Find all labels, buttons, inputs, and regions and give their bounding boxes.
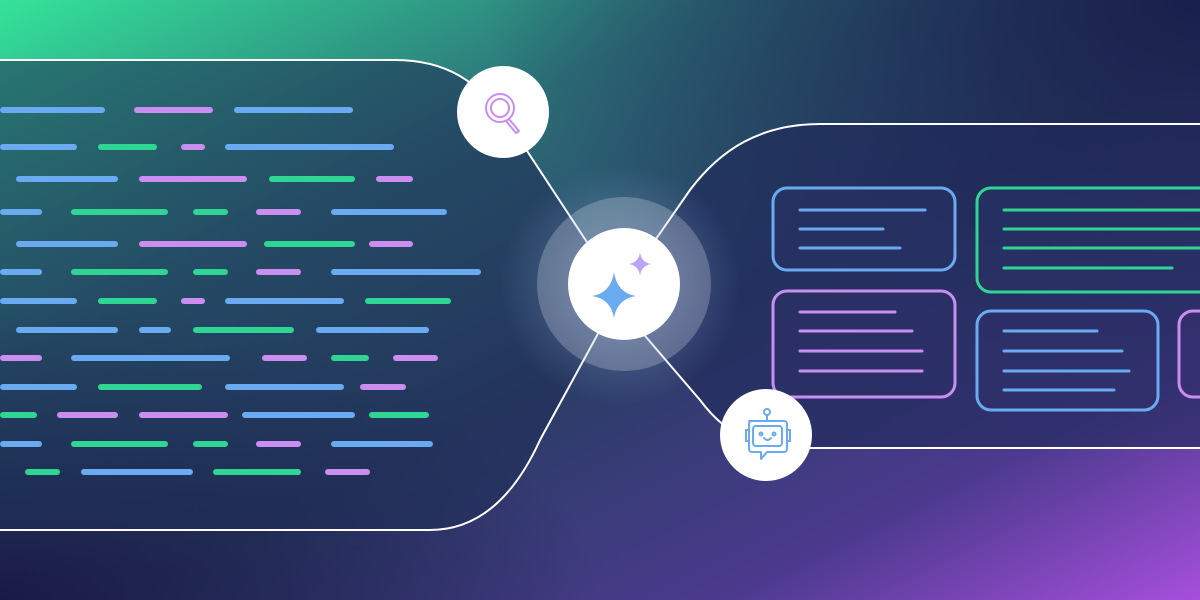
text-line-dash bbox=[98, 144, 157, 150]
text-line-dash bbox=[269, 176, 355, 182]
search-icon bbox=[485, 93, 520, 134]
text-line-dash bbox=[193, 209, 228, 215]
text-lines bbox=[0, 107, 481, 475]
text-line-dash bbox=[0, 355, 42, 361]
card-purple-2 bbox=[1177, 309, 1200, 399]
text-line-dash bbox=[81, 469, 193, 475]
text-line-dash bbox=[225, 144, 394, 150]
text-line-dash bbox=[25, 469, 60, 475]
text-line-dash bbox=[256, 441, 301, 447]
text-line-dash bbox=[193, 327, 294, 333]
card-blue-1 bbox=[771, 186, 957, 272]
text-line-dash bbox=[0, 209, 42, 215]
text-line-dash bbox=[0, 384, 77, 390]
sparkle-icon bbox=[592, 272, 636, 318]
text-line-dash bbox=[360, 384, 406, 390]
text-line-dash bbox=[0, 269, 42, 275]
text-line-dash bbox=[134, 107, 213, 113]
text-line-dash bbox=[71, 269, 168, 275]
center-node bbox=[568, 228, 680, 340]
text-line-dash bbox=[316, 327, 429, 333]
text-line-dash bbox=[0, 298, 77, 304]
text-line-dash bbox=[331, 209, 447, 215]
text-line-dash bbox=[369, 412, 429, 418]
text-line-dash bbox=[181, 298, 205, 304]
robot-chat-icon bbox=[745, 408, 791, 460]
text-line-dash bbox=[181, 144, 205, 150]
text-line-dash bbox=[16, 241, 118, 247]
text-line-dash bbox=[393, 355, 438, 361]
text-line-dash bbox=[0, 441, 42, 447]
text-line-dash bbox=[264, 241, 355, 247]
text-line-dash bbox=[98, 298, 157, 304]
text-line-dash bbox=[369, 241, 413, 247]
text-line-dash bbox=[0, 144, 77, 150]
text-line-dash bbox=[331, 441, 433, 447]
card-blue-2 bbox=[975, 309, 1160, 412]
text-line-dash bbox=[139, 241, 247, 247]
text-line-dash bbox=[256, 269, 301, 275]
text-line-dash bbox=[71, 441, 168, 447]
text-line-dash bbox=[16, 176, 118, 182]
text-line-dash bbox=[71, 355, 230, 361]
text-line-dash bbox=[139, 176, 247, 182]
text-line-dash bbox=[193, 269, 228, 275]
search-node[interactable] bbox=[457, 66, 549, 158]
text-line-dash bbox=[0, 412, 37, 418]
text-line-dash bbox=[234, 107, 353, 113]
robot-node[interactable] bbox=[720, 389, 812, 481]
text-line-dash bbox=[193, 441, 228, 447]
text-line-dash bbox=[139, 412, 228, 418]
text-line-dash bbox=[0, 107, 105, 113]
text-line-dash bbox=[213, 469, 301, 475]
text-line-dash bbox=[376, 176, 413, 182]
text-line-dash bbox=[71, 209, 168, 215]
text-line-dash bbox=[331, 269, 481, 275]
sparkle-small-icon bbox=[629, 252, 651, 276]
text-line-dash bbox=[242, 412, 355, 418]
text-line-dash bbox=[57, 412, 118, 418]
text-line-dash bbox=[225, 298, 344, 304]
text-line-dash bbox=[256, 209, 301, 215]
text-line-dash bbox=[139, 327, 171, 333]
text-line-dash bbox=[331, 355, 369, 361]
text-line-dash bbox=[225, 384, 344, 390]
text-line-dash bbox=[98, 384, 202, 390]
text-line-dash bbox=[262, 355, 307, 361]
card-purple-1 bbox=[771, 289, 957, 399]
text-line-dash bbox=[365, 298, 451, 304]
text-line-dash bbox=[325, 469, 370, 475]
text-line-dash bbox=[16, 327, 118, 333]
card-green bbox=[975, 186, 1200, 294]
